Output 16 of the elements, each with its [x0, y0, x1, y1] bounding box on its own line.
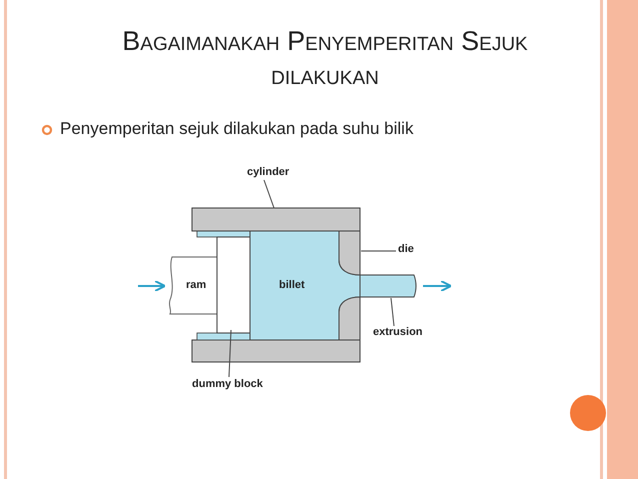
- part-label: extrusion: [373, 326, 423, 338]
- dummy-block: [216, 236, 250, 334]
- slide-title: Bagaimanakah Penyemperitan Sejuk dilakukan: [121, 25, 529, 92]
- part-label: billet: [279, 279, 305, 291]
- leader-line: [264, 180, 274, 208]
- cylinder-wall: [192, 208, 360, 232]
- leader-line: [360, 250, 396, 252]
- part-label: die: [398, 243, 414, 255]
- part-label: cylinder: [247, 166, 290, 178]
- part-label: ram: [186, 279, 206, 291]
- extruded-bar: [360, 274, 416, 298]
- part-label: dummy block: [192, 378, 263, 390]
- leader-line: [228, 330, 232, 378]
- leader-line: [390, 298, 394, 326]
- die-block: [338, 230, 360, 340]
- bullet-text: Penyemperitan sejuk dilakukan pada suhu bilik: [60, 119, 414, 139]
